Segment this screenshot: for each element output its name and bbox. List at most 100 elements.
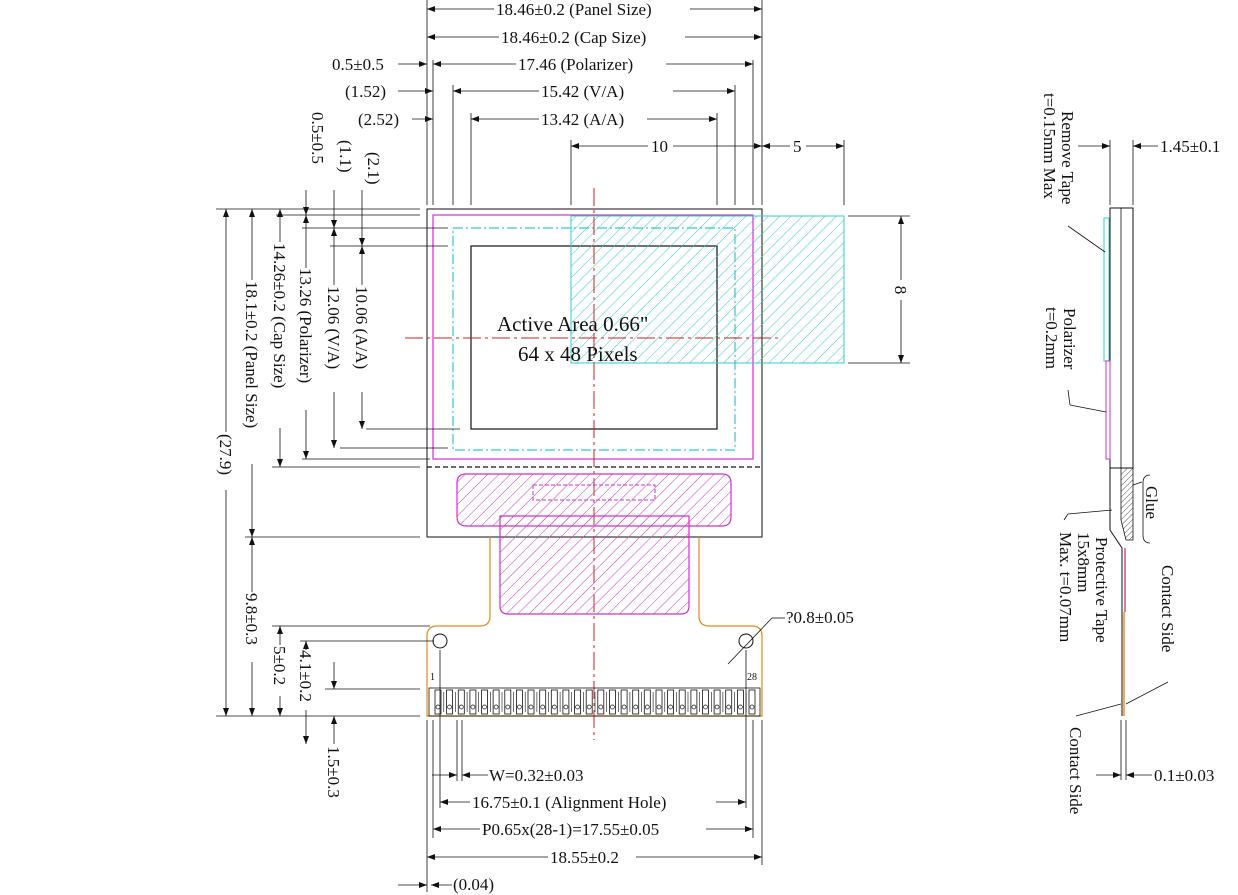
contact-pin-via (528, 704, 534, 710)
contact-pin (725, 689, 733, 715)
dim-inset-offset: 5 (793, 137, 802, 156)
contact-pin (434, 689, 442, 715)
contact-pin-via (714, 704, 720, 710)
contact-pin (667, 689, 674, 715)
dim-panel-size: 18.46±0.2 (Panel Size) (496, 0, 652, 19)
dim-hole: ?0.8±0.05 (786, 608, 854, 627)
contact-pin (562, 689, 570, 715)
dim-aa-offset: (2.52) (358, 110, 399, 129)
side-remove-tape-label-2: t=0.15mm Max (1040, 93, 1059, 199)
contact-pin (632, 689, 640, 715)
side-fpc-thickness: 0.1±0.03 (1154, 766, 1214, 785)
contact-pin-via (703, 704, 708, 710)
contact-pin-via (598, 704, 604, 710)
contact-pin-via (644, 704, 650, 710)
side-remove-tape (1103, 217, 1110, 362)
contact-pins (428, 687, 761, 717)
contact-pin (481, 689, 488, 715)
protective-tape-inset (570, 215, 845, 364)
contact-pin (504, 689, 512, 715)
side-contact-top: Contact Side (1158, 565, 1177, 652)
contact-pin (446, 689, 454, 715)
side-protective-label-1: Protective Tape (1092, 537, 1111, 643)
bottom-dimensions: W=0.32±0.03 16.75±0.1 (Alignment Hole) P… (398, 650, 763, 894)
hole-callout: ?0.8±0.05 (727, 608, 854, 665)
pixels-label: 64 x 48 Pixels (518, 342, 638, 366)
dim-width: 18.55±0.2 (550, 848, 619, 867)
dim-left-cap: 14.26±0.2 (Cap Size) (270, 243, 289, 388)
dim-va-offset: (1.52) (345, 82, 386, 101)
contact-pin-via (610, 704, 615, 710)
dim-polarizer-offset: 0.5±0.5 (332, 55, 384, 74)
inset-height-dimension: 8 (848, 215, 910, 364)
dim-inset-width: 10 (651, 137, 668, 156)
ic-marker (532, 484, 656, 501)
contact-pin-via (749, 704, 755, 710)
contact-pin-via (633, 704, 639, 710)
contact-pin-via (447, 704, 452, 710)
contact-pin (620, 689, 628, 715)
contact-pin-via (563, 704, 569, 710)
side-polarizer-label-2: t=0.2mm (1042, 307, 1061, 369)
side-glue (1120, 467, 1134, 541)
contact-pin (574, 689, 581, 715)
contact-pin (539, 689, 547, 715)
dim-w: W=0.32±0.03 (489, 766, 583, 785)
side-fpc-bend (1109, 468, 1123, 716)
dim-pitch: P0.65x(28-1)=17.55±0.05 (482, 820, 659, 839)
contact-pin-via (540, 704, 546, 710)
contact-pin-via (621, 704, 627, 710)
dim-left-d5: 5±0.2 (270, 646, 289, 685)
front-view: Active Area 0.66" 64 x 48 Pixels 1 28 (405, 188, 845, 740)
dim-left-fpc-len: 9.8±0.3 (242, 593, 261, 645)
contact-pin-via (493, 704, 499, 710)
dim-left-d41: 4.1±0.2 (296, 650, 315, 702)
side-panel-body (1109, 207, 1134, 469)
dim-left-d15: 1.5±0.3 (324, 746, 343, 798)
contact-pin-via (586, 704, 592, 710)
alignment-hole-right (738, 633, 754, 649)
contact-pin (678, 689, 686, 715)
contact-pin-via (551, 704, 557, 710)
contact-pin-via (679, 704, 685, 710)
side-thickness: 1.45±0.1 (1160, 137, 1220, 156)
contact-pin (713, 689, 721, 715)
contact-pin-via (726, 704, 732, 710)
contact-pin (469, 689, 477, 715)
dim-left-panel: 18.1±0.2 (Panel Size) (242, 281, 261, 428)
dim-polarizer: 17.46 (Polarizer) (518, 55, 633, 74)
pin-strip (428, 687, 761, 717)
contact-pin (643, 689, 651, 715)
contact-pin (492, 689, 500, 715)
contact-pin (585, 689, 593, 715)
contact-pin-via (505, 704, 511, 710)
side-view: 1.45±0.1 Remove Tape t=0.15mm Max Polari… (1040, 93, 1220, 814)
dim-left-aa-offset: (2.1) (364, 152, 383, 185)
left-dimensions: 0.5±0.5 (1.1) (2.1) 10.06 (A/A) 12.06 (V… (216, 112, 460, 798)
side-protective-label-3: Max. t=0.07mm (1056, 532, 1075, 642)
contact-pin (527, 689, 535, 715)
fpc-neck-hatch (499, 515, 690, 615)
contact-pin (516, 689, 523, 715)
contact-pin (748, 689, 756, 715)
active-area-title: Active Area 0.66" (497, 312, 648, 336)
side-protective-label-2: 15x8mm (1074, 532, 1093, 592)
contact-pin (550, 689, 558, 715)
side-remove-tape-label-1: Remove Tape (1058, 111, 1077, 204)
contact-pin-via (738, 704, 743, 710)
dim-left-total: (27.9) (216, 434, 235, 475)
dim-inset-height: 8 (891, 286, 910, 295)
contact-pin (737, 689, 744, 715)
contact-pin (690, 689, 698, 715)
dim-left-va-offset: (1.1) (336, 140, 355, 173)
contact-pin (609, 689, 616, 715)
contact-pin-via (668, 704, 673, 710)
contact-pin (457, 689, 465, 715)
pin-first-label: 1 (430, 672, 435, 683)
pin-last-label: 28 (747, 672, 757, 683)
contact-pin-via (575, 704, 580, 710)
contact-pin (702, 689, 709, 715)
dim-va: 15.42 (V/A) (541, 82, 624, 101)
contact-pin-via (656, 704, 662, 710)
